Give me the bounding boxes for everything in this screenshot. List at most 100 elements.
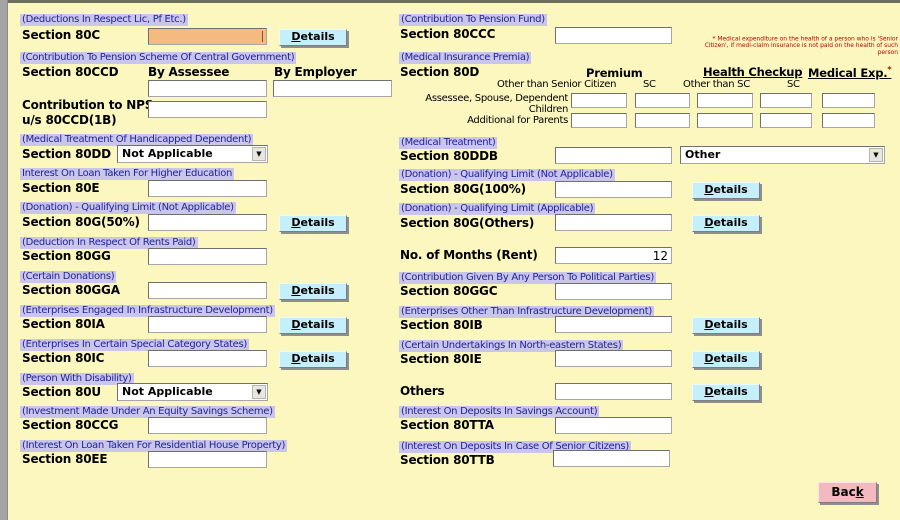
section-80e-label: Section 80E — [22, 181, 100, 195]
details-button-80ic[interactable]: Details — [279, 351, 347, 368]
input-80tta[interactable] — [555, 417, 672, 434]
dropdown-80dd-value: Not Applicable — [122, 147, 213, 160]
input-80ccg[interactable] — [148, 417, 267, 434]
input-80d-r2c5[interactable] — [822, 113, 875, 128]
input-80c[interactable] — [148, 28, 267, 45]
input-80ee[interactable] — [148, 451, 267, 468]
section-80u-label: Section 80U — [22, 385, 101, 399]
subheader-other-than-sc-checkup: Other than SC — [683, 79, 750, 90]
details-button-80c[interactable]: Details — [279, 29, 347, 46]
subheader-sc-premium: SC — [643, 79, 656, 90]
input-80ie[interactable] — [555, 350, 672, 367]
input-80ib[interactable] — [555, 316, 672, 333]
caption-80ia: (Enterprises Engaged In Infrastructure D… — [20, 305, 275, 317]
section-80g50-label: Section 80G(50%) — [22, 215, 140, 229]
caption-80ib: (Enterprises Other Than Infrastructure D… — [399, 306, 654, 318]
col-header-by-assessee: By Assessee — [148, 65, 230, 79]
caption-80u: (Person With Disability) — [20, 373, 134, 385]
input-80gg[interactable] — [148, 248, 267, 265]
caption-80g100: (Donation) - Qualifying Limit (Not Appli… — [399, 169, 615, 181]
input-80d-r2c3[interactable] — [697, 113, 753, 128]
text-caret — [262, 31, 263, 42]
caption-80ee: (Interest On Loan Taken For Residential … — [20, 440, 288, 452]
others-label: Others — [400, 384, 445, 398]
rowlabel-assessee-spouse-dependent: Assessee, Spouse, Dependent — [425, 93, 568, 104]
section-80g100-label: Section 80G(100%) — [400, 182, 526, 196]
details-button-80gga[interactable]: Details — [279, 283, 347, 300]
rowlabel-children: Children — [528, 104, 569, 115]
chevron-down-icon[interactable]: ▼ — [252, 385, 266, 399]
section-80ia-label: Section 80IA — [22, 317, 105, 331]
details-button-80g100[interactable]: Details — [692, 182, 760, 199]
input-others[interactable] — [555, 383, 672, 400]
dropdown-80ddb[interactable]: Other ▼ — [680, 146, 885, 164]
section-80c-label: Section 80C — [22, 28, 101, 42]
chevron-down-icon[interactable]: ▼ — [869, 148, 883, 162]
dropdown-80dd[interactable]: Not Applicable ▼ — [117, 145, 268, 163]
input-80d-r2c4[interactable] — [760, 113, 812, 128]
input-80d-r1c4[interactable] — [760, 93, 812, 108]
dropdown-80ddb-value: Other — [685, 148, 721, 161]
section-80ib-label: Section 80IB — [400, 318, 483, 332]
input-80ddb[interactable] — [555, 147, 672, 164]
header-premium: Premium — [586, 66, 643, 80]
input-80d-r2c1[interactable] — [571, 113, 627, 128]
input-80ccd-assessee[interactable] — [148, 80, 267, 97]
section-80ccg-label: Section 80CCG — [22, 418, 119, 432]
rowlabel-additional-for-parents: Additional for Parents — [467, 115, 568, 126]
details-button-80ia[interactable]: Details — [279, 317, 347, 334]
input-80gga[interactable] — [148, 282, 267, 299]
input-80d-r1c3[interactable] — [697, 93, 753, 108]
input-80gothers[interactable] — [555, 214, 672, 231]
window-left-edge — [0, 0, 8, 520]
section-80ic-label: Section 80IC — [22, 351, 105, 365]
input-80ia[interactable] — [148, 316, 267, 333]
details-button-80ie[interactable]: Details — [692, 351, 760, 368]
input-80ggc[interactable] — [555, 283, 672, 300]
section-80gga-label: Section 80GGA — [22, 283, 120, 297]
input-80ttb[interactable] — [553, 450, 670, 467]
caption-80ccc: (Contribution To Pension Fund) — [399, 14, 547, 26]
caption-80g50: (Donation) - Qualifying Limit (Not Appli… — [20, 202, 236, 214]
chevron-down-icon[interactable]: ▼ — [252, 147, 266, 161]
input-80d-r1c2[interactable] — [635, 93, 690, 108]
input-80d-r2c2[interactable] — [635, 113, 690, 128]
caption-80ccg: (Investment Made Under An Equity Savings… — [20, 406, 275, 418]
input-80ccc[interactable] — [555, 27, 672, 44]
caption-80ic: (Enterprises In Certain Special Category… — [20, 339, 250, 351]
back-button[interactable]: Back — [818, 482, 877, 503]
section-80gg-label: Section 80GG — [22, 249, 111, 263]
input-80g100[interactable] — [555, 181, 672, 198]
caption-80gg: (Deduction In Respect Of Rents Paid) — [20, 237, 198, 249]
details-button-80g50[interactable]: Details — [279, 215, 347, 232]
input-80ccd-employer[interactable] — [273, 80, 392, 97]
details-button-others[interactable]: Details — [692, 384, 760, 401]
caption-80d: (Medical Insurance Premia) — [399, 52, 532, 64]
header-health-checkup: Health Checkup — [703, 65, 803, 79]
input-80d-r1c1[interactable] — [571, 93, 627, 108]
caption-80ie: (Certain Undertakings In North-eastern S… — [399, 340, 624, 352]
subheader-sc-checkup: SC — [787, 79, 800, 90]
section-80d-label: Section 80D — [400, 65, 480, 79]
window-top-edge — [0, 0, 900, 3]
section-80tta-label: Section 80TTA — [400, 418, 494, 432]
details-button-80ib[interactable]: Details — [692, 317, 760, 334]
input-80d-r1c5[interactable] — [822, 93, 875, 108]
dropdown-80u-value: Not Applicable — [122, 385, 213, 398]
input-80e[interactable] — [148, 180, 267, 197]
input-80ccd1b-nps[interactable] — [148, 101, 267, 118]
caption-80ddb: (Medical Treatment) — [399, 137, 498, 149]
details-button-80gothers[interactable]: Details — [692, 215, 760, 232]
subheader-other-than-sc-premium: Other than Senior Citizen — [497, 79, 617, 90]
nps-label-line1: Contribution to NPS — [22, 98, 154, 112]
input-months-rent[interactable] — [555, 247, 672, 264]
section-80dd-label: Section 80DD — [22, 147, 111, 161]
caption-80c: (Deductions In Respect Lic, Pf Etc.) — [20, 14, 188, 26]
input-80g50[interactable] — [148, 214, 267, 231]
caption-80ggc: (Contribution Given By Any Person To Pol… — [399, 272, 656, 284]
input-80ic[interactable] — [148, 350, 267, 367]
caption-80gothers: (Donation) - Qualifying Limit (Applicabl… — [399, 203, 596, 215]
dropdown-80u[interactable]: Not Applicable ▼ — [117, 383, 268, 401]
section-80gothers-label: Section 80G(Others) — [400, 216, 535, 230]
